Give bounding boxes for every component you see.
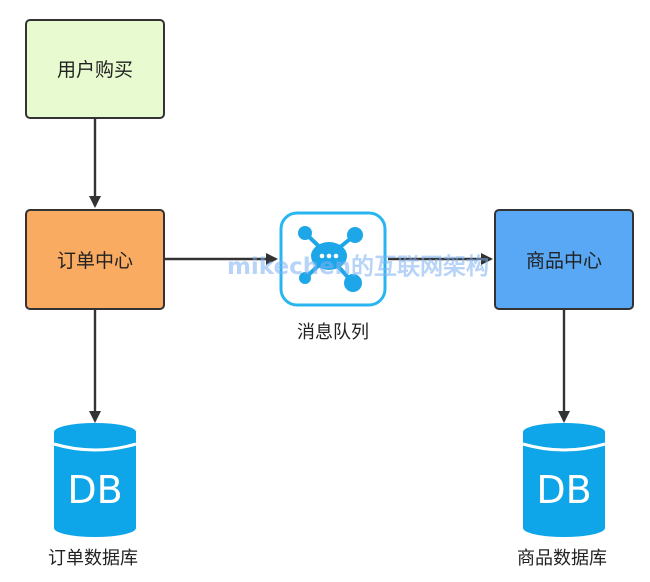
node-product-center[interactable]: 商品中心	[494, 209, 634, 310]
product-db-label: 商品数据库	[517, 548, 607, 569]
product-db-icon	[522, 423, 606, 537]
node-product-db[interactable]: DB 商品数据库	[517, 423, 607, 569]
message-queue-icon	[298, 226, 363, 292]
connectors	[89, 118, 570, 423]
node-user-purchase-box	[25, 19, 165, 119]
order-db-icon-text: DB	[67, 468, 122, 512]
node-product-center-label: 商品中心	[526, 250, 602, 272]
watermark-text: mikechen的互联网架构	[227, 253, 489, 280]
node-product-center-box	[494, 209, 634, 310]
order-db-icon	[53, 423, 137, 537]
node-user-purchase[interactable]: 用户购买	[25, 19, 165, 119]
node-order-center-label: 订单中心	[57, 250, 133, 272]
node-user-purchase-label: 用户购买	[57, 59, 133, 81]
node-message-queue[interactable]: 消息队列	[279, 211, 387, 343]
node-order-center[interactable]: 订单中心	[25, 209, 165, 310]
node-order-center-box	[25, 209, 165, 310]
node-order-db[interactable]: DB 订单数据库	[48, 423, 138, 569]
order-db-label: 订单数据库	[48, 548, 138, 569]
product-db-icon-text: DB	[536, 468, 591, 512]
message-queue-label: 消息队列	[297, 322, 369, 343]
